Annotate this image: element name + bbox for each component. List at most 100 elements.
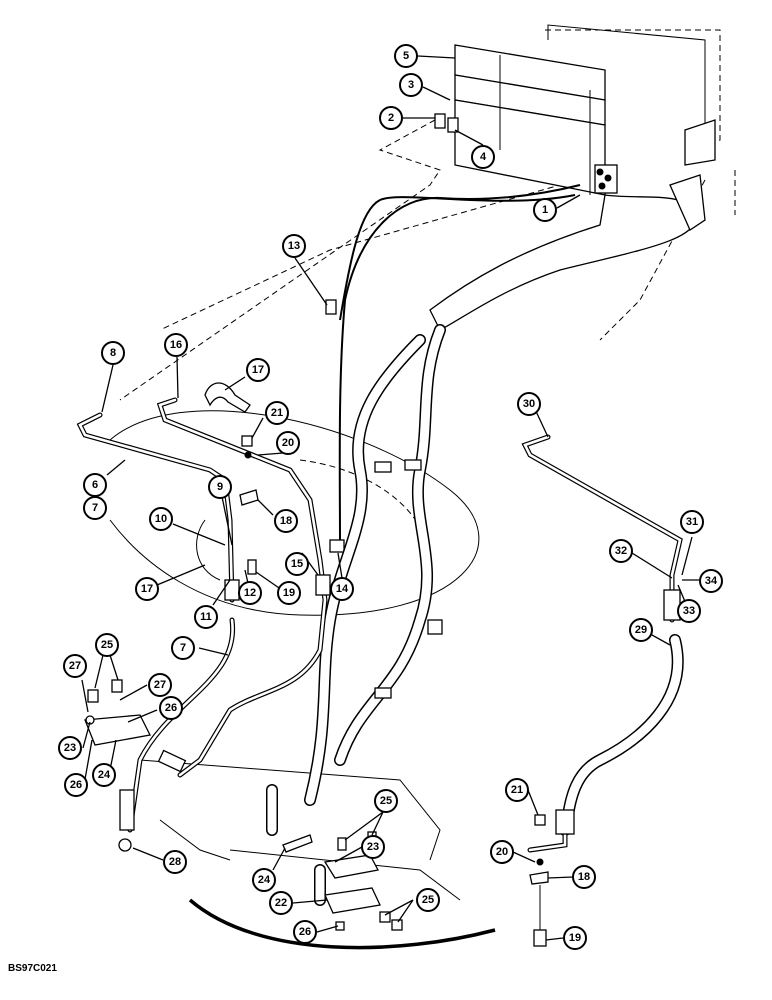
temperature-control-wire: [325, 184, 581, 553]
svg-text:26: 26: [70, 779, 82, 791]
frame-outline: [109, 24, 736, 950]
svg-text:14: 14: [336, 583, 349, 595]
callout-33: 33: [677, 599, 701, 623]
svg-text:17: 17: [141, 583, 153, 595]
callout-1: 1: [533, 198, 557, 222]
callouts: 1 2 3 4 5 6 7 7 8 9 10 11 12 13 14 15 16…: [58, 44, 723, 950]
callout-4: 4: [471, 145, 495, 169]
svg-text:5: 5: [403, 50, 409, 62]
svg-text:27: 27: [69, 660, 81, 672]
callout-26-left-lower: 26: [64, 773, 88, 797]
svg-text:25: 25: [380, 795, 392, 807]
heater-core-unit: [429, 44, 716, 331]
callout-14: 14: [330, 577, 354, 601]
svg-text:1: 1: [542, 204, 548, 216]
callout-31: 31: [680, 510, 704, 534]
svg-text:27: 27: [154, 679, 166, 691]
svg-text:19: 19: [569, 932, 581, 944]
svg-text:33: 33: [683, 605, 695, 617]
callout-20-right: 20: [490, 840, 514, 864]
svg-text:11: 11: [200, 611, 212, 623]
callout-21-left: 21: [265, 401, 289, 425]
callout-10: 10: [149, 507, 173, 531]
callout-34: 34: [699, 569, 723, 593]
svg-text:24: 24: [98, 769, 111, 781]
svg-text:31: 31: [686, 516, 698, 528]
svg-text:8: 8: [110, 347, 116, 359]
callout-29: 29: [629, 618, 653, 642]
svg-text:20: 20: [496, 846, 508, 858]
svg-text:7: 7: [180, 642, 186, 654]
callout-27-left: 27: [63, 654, 87, 678]
callout-3: 3: [399, 73, 423, 97]
callout-19-right: 19: [563, 926, 587, 950]
callout-23-left: 23: [58, 736, 82, 760]
svg-text:25: 25: [101, 639, 113, 651]
svg-text:23: 23: [367, 841, 379, 853]
callout-15: 15: [285, 552, 309, 576]
callout-2: 2: [379, 106, 403, 130]
callout-25-left: 25: [95, 633, 119, 657]
svg-text:10: 10: [155, 513, 167, 525]
callout-7-lower: 7: [171, 636, 195, 660]
svg-text:12: 12: [244, 587, 256, 599]
right-tube-assembly: [521, 434, 684, 853]
svg-text:21: 21: [271, 407, 283, 419]
svg-text:21: 21: [511, 784, 523, 796]
callout-21-right: 21: [505, 778, 529, 802]
callout-28: 28: [163, 850, 187, 874]
svg-text:34: 34: [705, 575, 718, 587]
svg-text:2: 2: [388, 112, 394, 124]
svg-text:6: 6: [92, 479, 98, 491]
svg-text:26: 26: [299, 926, 311, 938]
callout-25-lower-right: 25: [416, 888, 440, 912]
svg-text:20: 20: [282, 437, 294, 449]
svg-text:30: 30: [523, 398, 535, 410]
svg-text:13: 13: [288, 240, 300, 252]
callout-32: 32: [609, 539, 633, 563]
callout-17-lower: 17: [135, 577, 159, 601]
callout-20-left: 20: [276, 431, 300, 455]
svg-text:28: 28: [169, 856, 181, 868]
svg-text:25: 25: [422, 894, 434, 906]
svg-text:17: 17: [252, 364, 264, 376]
svg-text:18: 18: [578, 871, 590, 883]
callout-22: 22: [269, 891, 293, 915]
callout-5: 5: [394, 44, 418, 68]
callout-27-right: 27: [148, 673, 172, 697]
callout-26-bottom: 26: [293, 920, 317, 944]
svg-text:24: 24: [258, 874, 271, 886]
left-tube-assembly: [76, 397, 331, 833]
svg-text:29: 29: [635, 624, 647, 636]
svg-text:26: 26: [165, 702, 177, 714]
svg-text:19: 19: [283, 587, 295, 599]
svg-text:9: 9: [217, 481, 223, 493]
callout-26-left-upper: 26: [159, 696, 183, 720]
callout-25-lower-top: 25: [374, 789, 398, 813]
callout-18-left: 18: [274, 509, 298, 533]
callout-6: 6: [83, 473, 107, 497]
svg-text:15: 15: [291, 558, 303, 570]
svg-text:4: 4: [480, 151, 487, 163]
callout-19-left: 19: [277, 581, 301, 605]
callout-24-right: 24: [252, 868, 276, 892]
callout-11: 11: [194, 605, 218, 629]
strap: [196, 382, 251, 581]
callout-17-upper: 17: [246, 358, 270, 382]
callout-30: 30: [517, 392, 541, 416]
leader-lines: [81, 55, 699, 941]
hardware: [84, 435, 549, 947]
svg-text:22: 22: [275, 897, 287, 909]
svg-text:23: 23: [64, 742, 76, 754]
svg-text:32: 32: [615, 545, 627, 557]
drawing-reference: BS97C021: [8, 963, 57, 974]
callout-24-left: 24: [92, 763, 116, 787]
callout-16: 16: [164, 333, 188, 357]
callout-13: 13: [282, 234, 306, 258]
callout-12: 12: [238, 581, 262, 605]
callout-8: 8: [101, 341, 125, 365]
svg-text:18: 18: [280, 515, 292, 527]
callout-23-right: 23: [361, 835, 385, 859]
svg-text:16: 16: [170, 339, 182, 351]
